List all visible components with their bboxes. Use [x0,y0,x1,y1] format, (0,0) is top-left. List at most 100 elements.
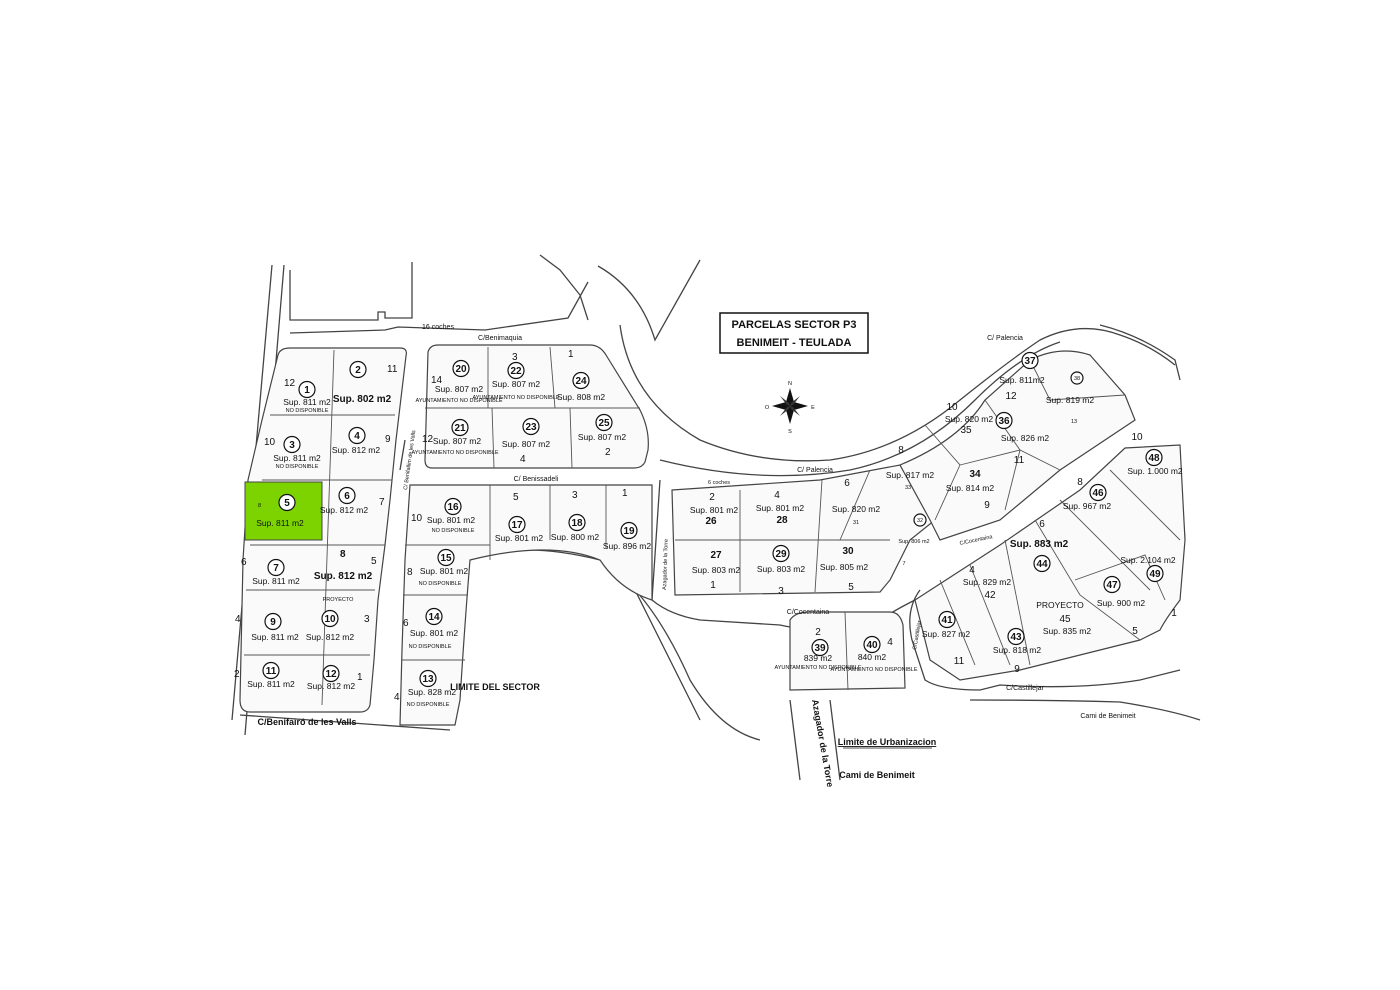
lbl-1: 1 [357,672,363,683]
plot-10-number: 10 [324,614,336,625]
plot-7-number: 7 [273,563,279,574]
compass-west-arrow [772,402,790,410]
lbl-e5: 5 [848,582,854,593]
lbl-f8: 8 [1077,477,1083,488]
plot-37-sup: Sup. 811m2 [999,375,1044,385]
castillejar-edge [909,589,1181,691]
lbl-f10: 10 [946,402,958,413]
plot-32-number: 32 [917,518,923,524]
n-34: 34 [969,469,981,480]
n-42: 42 [984,590,996,601]
lbl-12: 12 [284,378,296,389]
compass-north-arrow [786,388,794,406]
street-labels: 16 coches C/Benimaquia C/ Palencia C/ Pa… [257,324,1135,788]
plot-5-sup: Sup. 811 m2 [256,518,304,528]
plot-2-number: 2 [355,365,361,376]
plot-23-number: 23 [525,422,537,433]
plot-45-note: PROYECTO [1036,600,1084,610]
plot-36-number-circle [995,411,1013,430]
title-line-2: BENIMEIT - TEULADA [737,337,852,349]
road-bit [399,439,406,471]
plot-2-sup: Sup. 802 m2 [333,394,392,405]
lbl-f9b: 9 [1014,664,1020,675]
plot-24-sup: Sup. 808 m2 [557,392,605,402]
plot-5-number-circle [278,493,296,512]
plot-1-number-circle [298,380,316,399]
street-benifairo: C/Benifairó de les Valls [257,717,356,727]
plot-29-number: 29 [775,549,787,560]
plot-43-number-circle [1007,627,1025,646]
plot-1-note: NO DISPONIBLE [286,408,329,414]
plot-47-number-circle [1103,575,1121,594]
plot-13-sup: Sup. 828 m2 [408,687,456,697]
plot-31-sup: Sup. 820 m2 [832,504,880,514]
plot-41-sup: Sup. 827 m2 [922,629,970,639]
lbl-c12: 12 [422,434,434,445]
plot-37-number: 37 [1024,356,1036,367]
plot-3-sup: Sup. 811 m2 [273,453,321,463]
plot-36-number: 36 [998,416,1010,427]
lbl-11: 11 [387,364,398,375]
cami-benimeit-edge [969,699,1201,721]
plot-20-sup: Sup. 807 m2 [435,384,483,394]
benimaquia-curve [539,254,589,321]
compass-rose: N S E O [765,381,815,435]
lbl-c4: 4 [520,454,526,465]
title-frame [719,312,869,354]
plot-1-sup: Sup. 811 m2 [283,397,331,407]
plot-3-note: NO DISPONIBLE [276,464,319,470]
block-b [424,344,649,469]
lbl-7: 7 [379,497,385,508]
plot-7-number-circle [267,558,285,577]
plot-9-sup: Sup. 811 m2 [251,632,299,642]
plot-38-number-circle [1070,371,1084,385]
plot-44-number-circle [1033,554,1051,573]
title-line-1: PARCELAS SECTOR P3 [732,319,857,331]
benimaquia-road-edge [289,281,589,334]
palencia-upper-edge [597,259,701,342]
street-benissadeli: C/ Benissadeli [514,476,559,483]
plot-22-number: 22 [510,366,522,377]
compass-east-arrow [790,402,808,410]
plot-18-number-circle [568,513,586,532]
plot-14-note: NO DISPONIBLE [409,644,452,650]
street-castillejar-small: C/Castillejar [912,620,923,650]
plot-16-number-circle [444,497,462,516]
plot-24-number-circle [572,371,590,390]
lbl-d8: 8 [407,567,413,578]
plot-16-sup: Sup. 801 m2 [427,515,475,525]
lbl-f13: 13 [1071,419,1077,425]
plot-34-sup: Sup. 814 m2 [946,483,994,493]
plot-19-number: 19 [623,526,635,537]
plot-13-number-circle [419,669,437,688]
plot-12-number-circle [322,664,340,683]
plot-21-note: AYUNTAMIENTO NO DISPONIBLE [411,450,498,456]
plot-6-sup: Sup. 812 m2 [320,505,368,515]
plot-14-number-circle [425,607,443,626]
plot-25-number-circle [595,413,613,432]
plot-29-number-circle [772,544,790,563]
n-28: 28 [776,515,788,526]
plot-4-sup: Sup. 812 m2 [332,445,380,455]
lbl-4: 4 [235,614,241,625]
plot-46-sup: Sup. 967 m2 [1063,501,1111,511]
lbl-e6: 6 [844,478,850,489]
plot-1-number: 1 [304,385,310,396]
n-30: 30 [842,546,854,557]
plot-32-sup: Sup. 806 m2 [898,539,929,545]
plot-3-number-circle [283,435,301,454]
lbl-6: 6 [241,557,247,568]
plot-44-number: 44 [1036,559,1048,570]
n-35: 35 [960,425,972,436]
compass-south-arrow [786,406,794,424]
lbl-e2: 2 [709,492,715,503]
lbl-e1: 1 [710,580,716,591]
plot-9-number: 9 [270,617,276,628]
benifairo-edge [239,714,451,731]
plot-15-number: 15 [440,553,452,564]
plot-48-number-circle [1145,448,1163,467]
title-box: PARCELAS SECTOR P3 BENIMEIT - TEULADA [719,312,869,354]
street-benimaquia: C/Benimaquia [478,335,522,342]
plot-44-sup: Sup. 883 m2 [1010,539,1069,550]
plot-8-sup: Sup. 812 m2 [314,571,373,582]
